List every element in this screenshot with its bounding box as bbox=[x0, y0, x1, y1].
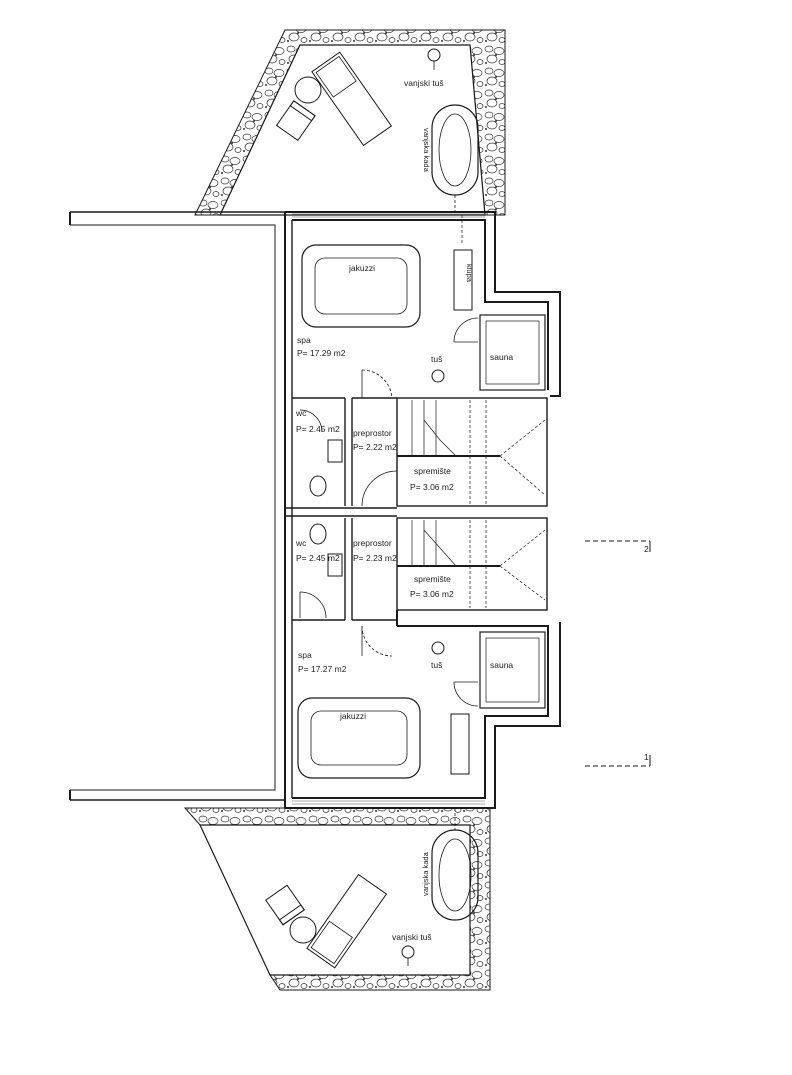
section-marker-1-label: 1 bbox=[644, 752, 649, 762]
top-wc-label: wc bbox=[295, 408, 307, 418]
bottom-stairs bbox=[397, 520, 546, 608]
bottom-wc-area: P= 2.45 m2 bbox=[296, 553, 340, 563]
bottom-storage-area: P= 3.06 m2 bbox=[410, 589, 454, 599]
section-marker-2: 2 bbox=[585, 540, 651, 554]
top-service-rooms: wc P= 2.45 m2 preprostor P= 2.22 m2 spre… bbox=[295, 400, 546, 507]
top-spa-label: spa bbox=[297, 335, 311, 345]
top-wc-area: P= 2.45 m2 bbox=[296, 424, 340, 434]
top-bench bbox=[453, 249, 473, 311]
bottom-chair bbox=[265, 884, 305, 926]
bottom-service-rooms: wc P= 2.45 m2 preprostor P= 2.23 m2 spre… bbox=[295, 520, 546, 657]
top-vestibule-label: preprostor bbox=[353, 428, 392, 438]
top-shower-label: tuš bbox=[431, 354, 442, 364]
bottom-storage-label: spremište bbox=[414, 574, 451, 584]
top-outdoor-shower-label: vanjski tuš bbox=[404, 78, 444, 88]
top-terrace: vanjski tuš vanjska kada bbox=[194, 29, 506, 216]
top-wc-toilet bbox=[309, 475, 327, 497]
top-spa-area: P= 17.29 m2 bbox=[297, 348, 346, 358]
bottom-bench bbox=[450, 713, 470, 775]
top-sauna bbox=[479, 314, 546, 391]
bottom-wc-sink bbox=[327, 553, 343, 577]
building-walls bbox=[69, 211, 561, 809]
top-jacuzzi-label: jakuzzi bbox=[348, 263, 375, 273]
section-marker-2-label: 2 bbox=[644, 544, 649, 554]
bottom-shower-label: tuš bbox=[431, 660, 442, 670]
top-stairs bbox=[397, 400, 546, 506]
top-shower-icon bbox=[431, 369, 445, 383]
top-chair bbox=[275, 100, 316, 142]
top-sauna-label: sauna bbox=[490, 352, 513, 362]
bottom-side-table bbox=[289, 916, 317, 944]
bottom-sun-lounger bbox=[306, 873, 388, 969]
bottom-vestibule-area: P= 2.23 m2 bbox=[353, 553, 397, 563]
bottom-spa-room: spa P= 17.27 m2 tuš sauna jakuzzi bbox=[297, 631, 546, 779]
bottom-vestibule-label: preprostor bbox=[353, 538, 392, 548]
top-spa-room: jakuzzi klupa spa P= 17.29 m2 tuš sauna bbox=[297, 215, 546, 399]
bottom-jacuzzi bbox=[297, 697, 421, 779]
top-storage-area: P= 3.06 m2 bbox=[410, 482, 454, 492]
bottom-wc-label: wc bbox=[295, 538, 307, 548]
top-sun-lounger bbox=[311, 51, 393, 147]
top-bench-label: klupa bbox=[465, 264, 474, 283]
bottom-spa-area: P= 17.27 m2 bbox=[298, 664, 347, 674]
bottom-shower-icon bbox=[431, 641, 445, 655]
section-marker-1: 1 bbox=[585, 752, 651, 767]
bottom-outdoor-tub-label: vanjska kada bbox=[421, 851, 430, 896]
top-storage-label: spremište bbox=[414, 466, 451, 476]
top-vestibule-area: P= 2.22 m2 bbox=[353, 442, 397, 452]
bottom-spa-label: spa bbox=[298, 650, 312, 660]
bottom-sauna bbox=[479, 631, 546, 709]
top-wc-sink bbox=[327, 439, 343, 463]
top-jacuzzi bbox=[301, 244, 421, 328]
bottom-wc-toilet bbox=[309, 523, 327, 545]
bottom-terrace-deck bbox=[199, 824, 471, 976]
bottom-jacuzzi-label: jakuzzi bbox=[339, 711, 366, 721]
bottom-outdoor-shower-label: vanjski tuš bbox=[392, 932, 432, 942]
bottom-sauna-label: sauna bbox=[490, 660, 513, 670]
top-side-table bbox=[294, 76, 322, 104]
bottom-terrace: vanjska kada vanjski tuš bbox=[183, 807, 491, 991]
top-outdoor-tub-label: vanjska kada bbox=[422, 128, 431, 173]
windows bbox=[292, 213, 485, 805]
